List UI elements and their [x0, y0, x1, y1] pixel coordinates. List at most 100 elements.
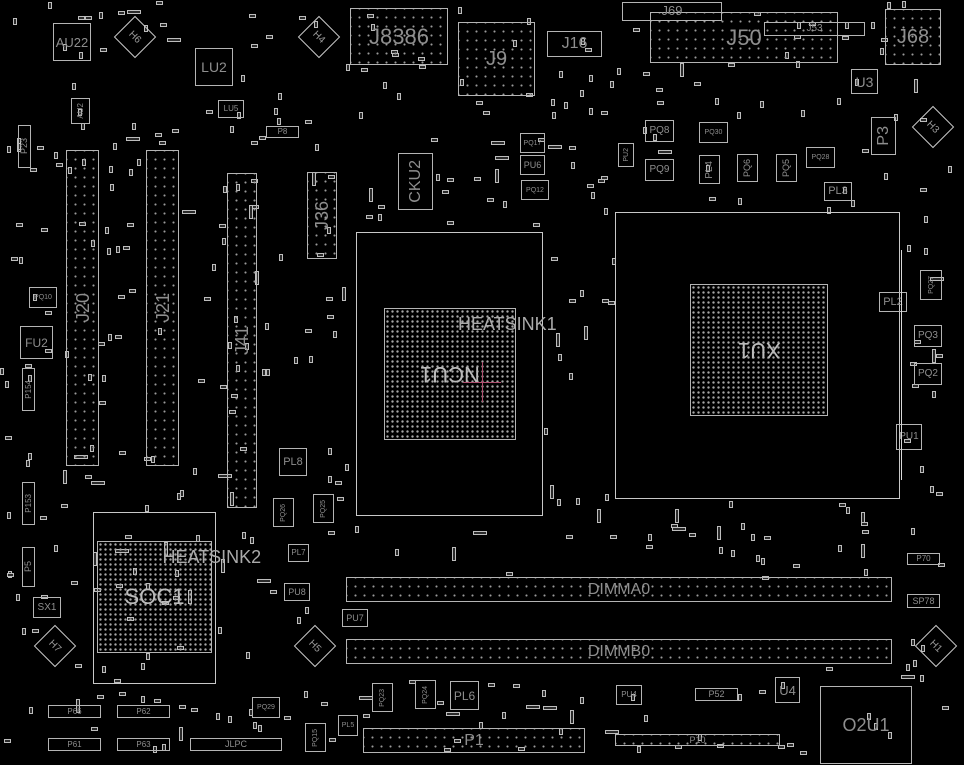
- component[interactable]: AU22: [53, 23, 91, 61]
- component[interactable]: P66: [48, 705, 101, 718]
- component[interactable]: AU2: [71, 98, 90, 124]
- component[interactable]: LU2: [195, 48, 233, 86]
- component[interactable]: J8386: [350, 8, 448, 65]
- component[interactable]: PU4: [616, 685, 642, 705]
- component[interactable]: PL6: [450, 681, 479, 710]
- smd-pad: [579, 290, 584, 298]
- component[interactable]: PQ28: [806, 147, 835, 168]
- chip-package[interactable]: [93, 512, 216, 684]
- component[interactable]: P63: [117, 738, 170, 751]
- component[interactable]: J68: [885, 9, 941, 65]
- component[interactable]: PL5: [338, 715, 358, 736]
- component[interactable]: PQ9: [645, 159, 674, 181]
- bga-ball-grid[interactable]: SOC1: [97, 541, 212, 653]
- component[interactable]: P10: [615, 734, 780, 746]
- smd-pad: [600, 175, 608, 180]
- component[interactable]: PQ23: [372, 683, 393, 712]
- mounting-hole-icon[interactable]: H7: [33, 624, 77, 668]
- smd-pad: [56, 162, 64, 167]
- component[interactable]: PU8: [284, 583, 310, 601]
- component[interactable]: FU2: [20, 326, 53, 359]
- chip-package[interactable]: [615, 212, 900, 499]
- component[interactable]: PL8: [279, 448, 307, 476]
- component[interactable]: PU1: [896, 424, 922, 450]
- component-label: U4: [779, 682, 796, 698]
- component[interactable]: P52: [695, 688, 738, 701]
- component[interactable]: PQ5: [776, 154, 797, 182]
- component[interactable]: PQ29: [252, 697, 280, 718]
- mounting-hole-icon[interactable]: H3: [911, 105, 955, 149]
- mounting-hole-icon[interactable]: H1: [914, 624, 958, 668]
- component[interactable]: LU5: [218, 100, 244, 118]
- component[interactable]: PQ2: [914, 363, 942, 385]
- smd-pad: [689, 532, 697, 537]
- component[interactable]: PQ10: [29, 287, 57, 308]
- component[interactable]: P5: [22, 547, 35, 587]
- component[interactable]: PQ30: [699, 122, 728, 143]
- smd-pad: [363, 714, 371, 719]
- component[interactable]: J9: [458, 22, 535, 96]
- smd-pad: [930, 485, 935, 493]
- component[interactable]: SX1: [33, 597, 61, 618]
- component[interactable]: J20: [66, 150, 99, 466]
- smd-pad: [178, 704, 186, 709]
- component[interactable]: P3: [871, 117, 896, 155]
- bga-ball-grid[interactable]: NCU1: [384, 308, 516, 440]
- component[interactable]: P153: [22, 482, 35, 525]
- component[interactable]: J21: [146, 150, 179, 466]
- component[interactable]: J16: [547, 31, 602, 57]
- chip-package[interactable]: [356, 232, 543, 516]
- component[interactable]: P8: [266, 126, 299, 138]
- component[interactable]: PL7: [288, 544, 309, 562]
- component[interactable]: PL3: [824, 182, 852, 201]
- component[interactable]: P154: [22, 368, 35, 411]
- mounting-hole-icon[interactable]: H6: [113, 15, 157, 59]
- mounting-hole-icon[interactable]: H5: [293, 624, 337, 668]
- component[interactable]: PQ15: [305, 723, 326, 752]
- component[interactable]: PQ8: [645, 120, 674, 142]
- component-label: AU2: [75, 103, 85, 119]
- component[interactable]: PQ26: [273, 498, 294, 527]
- component[interactable]: J41: [227, 173, 257, 508]
- component[interactable]: U4: [775, 677, 800, 703]
- component[interactable]: PQ3: [914, 325, 942, 347]
- component[interactable]: P23: [18, 125, 31, 168]
- smd-pad: [581, 37, 586, 45]
- component[interactable]: CKU2: [398, 153, 433, 210]
- component[interactable]: J36: [307, 172, 337, 259]
- component[interactable]: U3: [851, 69, 878, 94]
- component[interactable]: PU6: [520, 155, 545, 175]
- smd-pad: [936, 491, 944, 496]
- component[interactable]: PQ6: [737, 154, 758, 182]
- component[interactable]: PQ17: [520, 133, 545, 153]
- component-label: PQ10: [34, 294, 52, 301]
- component[interactable]: PU2: [618, 143, 634, 167]
- component[interactable]: P70: [907, 553, 940, 565]
- component[interactable]: PU7: [342, 609, 368, 627]
- component[interactable]: J53: [764, 22, 865, 36]
- mounting-hole-icon[interactable]: H4: [297, 15, 341, 59]
- component[interactable]: P1: [363, 728, 585, 753]
- smd-pad: [605, 494, 610, 502]
- component[interactable]: PL2: [879, 292, 907, 312]
- component[interactable]: DIMMB0: [346, 639, 892, 664]
- component[interactable]: PL4: [699, 155, 720, 184]
- component[interactable]: PQ25: [313, 494, 334, 523]
- bga-ball-grid[interactable]: XU1: [690, 284, 828, 416]
- smd-pad: [873, 723, 878, 730]
- component[interactable]: PQ12: [521, 180, 549, 200]
- smd-pad: [705, 164, 710, 172]
- component[interactable]: PQ24: [415, 680, 436, 709]
- component[interactable]: J69: [622, 2, 722, 21]
- component[interactable]: P62: [117, 705, 170, 718]
- smd-pad: [129, 169, 134, 177]
- component[interactable]: O2U1: [820, 686, 912, 764]
- component[interactable]: DIMMA0: [346, 577, 892, 602]
- component[interactable]: JLPC: [190, 738, 282, 751]
- component[interactable]: SP78: [907, 594, 940, 608]
- smd-pad: [887, 1, 892, 9]
- component[interactable]: PQ27: [920, 270, 942, 300]
- component[interactable]: P61: [48, 738, 101, 751]
- smd-pad: [801, 109, 806, 117]
